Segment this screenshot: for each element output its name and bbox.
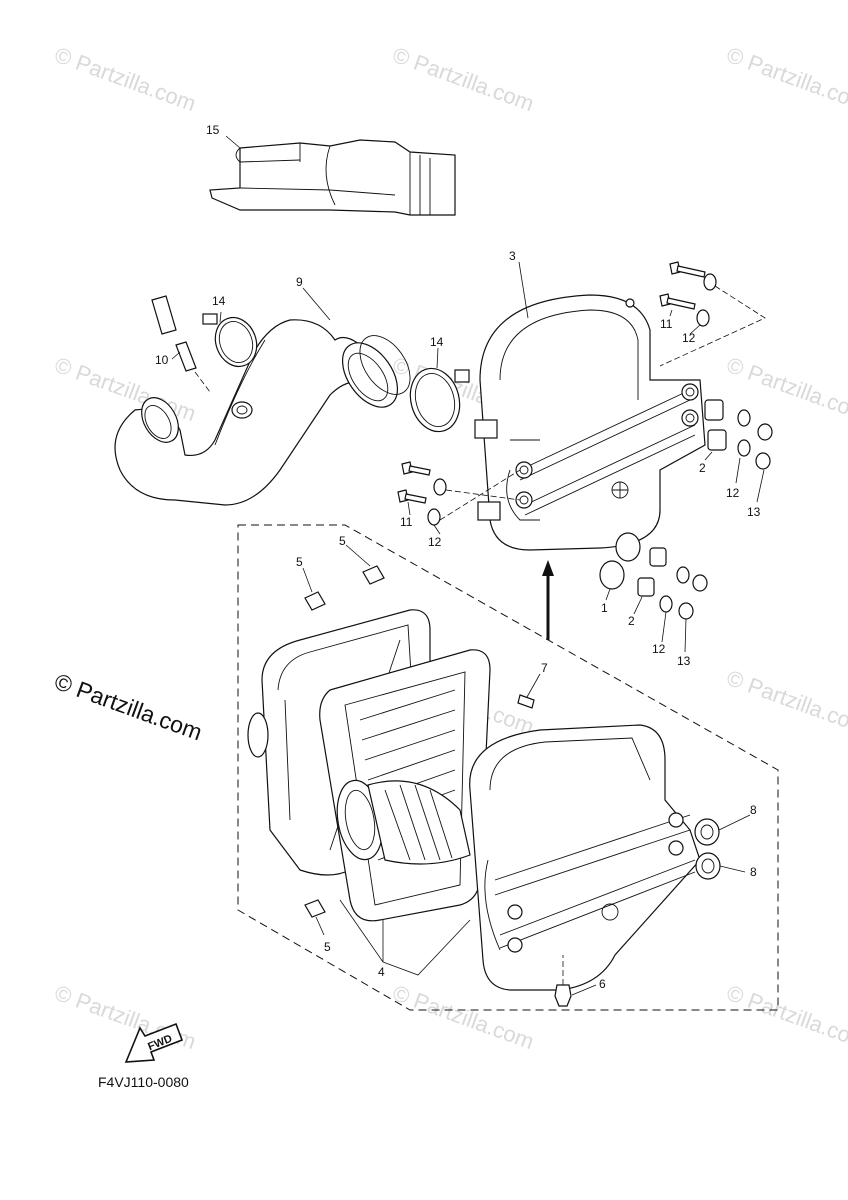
part-12-washer[interactable] — [659, 566, 690, 613]
part-12-washer[interactable] — [737, 409, 751, 457]
part-5-clip[interactable] — [304, 899, 326, 918]
part-11-bolt[interactable] — [659, 293, 696, 310]
assembly-arrow — [542, 560, 554, 641]
part-2-collar[interactable] — [637, 547, 667, 597]
callout-7: 7 — [541, 661, 548, 675]
callout-13: 13 — [677, 654, 691, 668]
callout-9: 9 — [296, 275, 303, 289]
part-8-damper[interactable] — [695, 852, 721, 880]
callout-15: 15 — [206, 123, 220, 137]
part-3-air-cleaner-case[interactable] — [474, 294, 706, 551]
part-11-bolt[interactable] — [401, 461, 431, 476]
part-5-clip[interactable] — [304, 591, 326, 611]
part-15-cover[interactable] — [209, 139, 456, 216]
callout-2: 2 — [699, 461, 706, 475]
part-intake-duct[interactable] — [331, 777, 471, 865]
callout-12: 12 — [682, 331, 696, 345]
callout-12: 12 — [726, 486, 740, 500]
part-12-washer[interactable] — [703, 273, 717, 291]
callout-8: 8 — [750, 865, 757, 879]
part-10-breather[interactable] — [151, 295, 211, 393]
callout-6: 6 — [599, 977, 606, 991]
callout-11: 11 — [400, 515, 413, 529]
fwd-arrow-icon: FWD — [124, 1022, 184, 1063]
callout-4: 4 — [378, 965, 385, 979]
callout-5: 5 — [296, 555, 303, 569]
part-11-bolt[interactable] — [397, 489, 427, 504]
part-9-intake-hose[interactable] — [114, 319, 420, 506]
callout-12: 12 — [428, 535, 442, 549]
callout-1: 1 — [601, 601, 608, 615]
part-13-nut[interactable] — [755, 423, 773, 470]
callout-3: 3 — [509, 249, 516, 263]
part-11-bolt[interactable] — [669, 261, 706, 278]
part-12-washer[interactable] — [696, 309, 710, 327]
part-5-clip[interactable] — [362, 565, 385, 585]
callout-10: 10 — [155, 353, 169, 367]
callout-14: 14 — [212, 294, 226, 308]
part-14-clamp[interactable] — [202, 312, 263, 373]
callout-14: 14 — [430, 335, 444, 349]
part-7-screw[interactable] — [517, 694, 535, 709]
leader-lines — [171, 135, 765, 996]
part-12-washer[interactable] — [427, 508, 441, 526]
part-13-nut[interactable] — [678, 574, 708, 620]
callout-11: 11 — [660, 317, 673, 331]
part-2-collar[interactable] — [704, 399, 727, 451]
callout-2: 2 — [628, 614, 635, 628]
part-12-washer[interactable] — [433, 478, 447, 496]
callout-12: 12 — [652, 642, 666, 656]
diagram-code: F4VJ110-0080 — [98, 1074, 189, 1090]
subassembly-boundary — [237, 524, 779, 1011]
part-case-rear[interactable] — [469, 724, 701, 991]
callout-5: 5 — [339, 534, 346, 548]
callout-13: 13 — [747, 505, 761, 519]
part-1-damper[interactable] — [599, 532, 641, 590]
callout-5: 5 — [324, 940, 331, 954]
part-6-drain-plug[interactable] — [554, 955, 572, 1007]
part-grommet[interactable] — [231, 401, 253, 419]
part-14-clamp[interactable] — [404, 363, 470, 437]
callout-8: 8 — [750, 803, 757, 817]
part-8-damper[interactable] — [694, 818, 720, 846]
